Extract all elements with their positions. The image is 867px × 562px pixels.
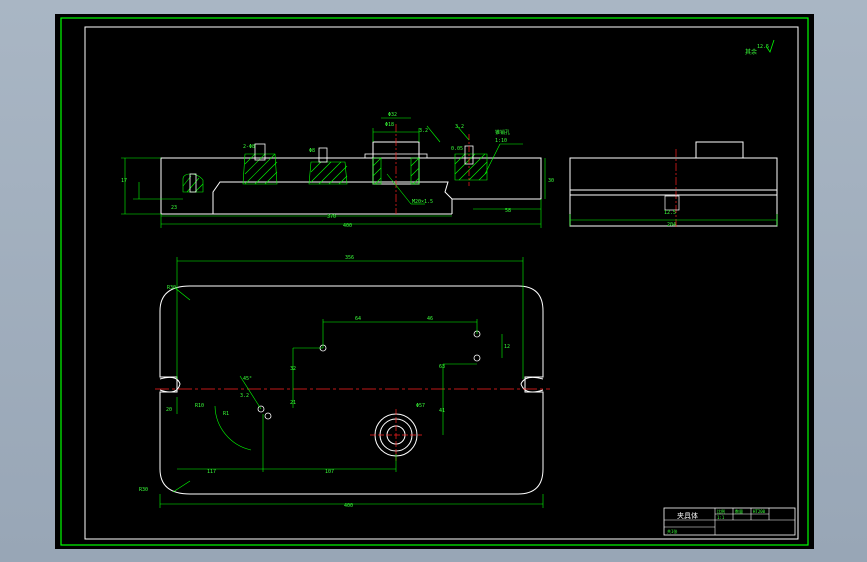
svg-text:23: 23 bbox=[171, 205, 177, 211]
plan-view: 356 400 R30 R30 R10 20 117 107 64 46 12 … bbox=[139, 255, 550, 509]
svg-text:17: 17 bbox=[121, 178, 127, 184]
svg-text:63: 63 bbox=[439, 364, 445, 370]
svg-text:41: 41 bbox=[439, 408, 445, 414]
hatch-section bbox=[182, 153, 488, 193]
svg-text:204: 204 bbox=[667, 222, 676, 228]
svg-text:117: 117 bbox=[207, 469, 216, 475]
front-view: 400 370 58 23 17 30 M20×1.5 2-Φ8 Φ8 Φ18 … bbox=[121, 112, 554, 229]
outer-frame bbox=[60, 17, 809, 546]
svg-text:HT200: HT200 bbox=[753, 509, 766, 514]
cad-viewport[interactable]: 其余 12.5 bbox=[55, 14, 814, 549]
side-view: 204 12.5 bbox=[569, 141, 778, 229]
roughness-symbol: 其余 12.5 bbox=[745, 39, 775, 56]
svg-text:Φ32: Φ32 bbox=[388, 112, 397, 118]
svg-text:400: 400 bbox=[344, 503, 353, 509]
svg-text:3.2: 3.2 bbox=[419, 128, 428, 134]
front-body-outline bbox=[160, 157, 542, 215]
svg-text:Φ57: Φ57 bbox=[416, 403, 425, 409]
svg-text:12.5: 12.5 bbox=[757, 44, 769, 50]
svg-text:46: 46 bbox=[427, 316, 433, 322]
svg-text:21: 21 bbox=[290, 400, 296, 406]
svg-text:45°: 45° bbox=[243, 376, 252, 382]
svg-text:R10: R10 bbox=[195, 403, 204, 409]
inner-frame bbox=[84, 26, 799, 540]
svg-text:58: 58 bbox=[505, 208, 511, 214]
svg-text:0.05: 0.05 bbox=[451, 146, 463, 152]
svg-text:共1张: 共1张 bbox=[667, 528, 677, 534]
svg-text:356: 356 bbox=[345, 255, 354, 261]
svg-text:12: 12 bbox=[504, 344, 510, 350]
svg-text:Φ8: Φ8 bbox=[309, 148, 315, 154]
svg-text:锥销孔: 锥销孔 bbox=[495, 129, 510, 136]
svg-text:Φ18: Φ18 bbox=[385, 122, 394, 128]
front-inner-length: 370 bbox=[327, 214, 336, 220]
svg-text:107: 107 bbox=[325, 469, 334, 475]
svg-text:1:10: 1:10 bbox=[495, 138, 507, 144]
svg-text:M20×1.5: M20×1.5 bbox=[412, 199, 433, 205]
svg-text:12.5: 12.5 bbox=[664, 210, 676, 216]
title-block: 夹具体 比例 数量 HT200 1:1 共1张 bbox=[663, 507, 796, 536]
plan-outline bbox=[159, 285, 544, 495]
front-overall-length: 400 bbox=[343, 223, 352, 229]
svg-text:R1: R1 bbox=[223, 411, 229, 417]
svg-text:数量: 数量 bbox=[735, 508, 743, 514]
svg-text:1:1: 1:1 bbox=[717, 515, 725, 520]
svg-text:64: 64 bbox=[355, 316, 361, 322]
svg-text:3.2: 3.2 bbox=[240, 393, 249, 399]
svg-text:其余: 其余 bbox=[745, 48, 757, 56]
svg-text:比例: 比例 bbox=[717, 508, 725, 514]
part-name: 夹具体 bbox=[677, 511, 698, 520]
svg-text:32: 32 bbox=[290, 366, 296, 372]
cad-drawing: 其余 12.5 bbox=[60, 17, 809, 546]
svg-text:3.2: 3.2 bbox=[455, 124, 464, 130]
svg-text:R30: R30 bbox=[167, 285, 176, 291]
svg-text:20: 20 bbox=[166, 407, 172, 413]
svg-text:2-Φ8: 2-Φ8 bbox=[243, 144, 255, 150]
svg-text:R30: R30 bbox=[139, 487, 148, 493]
svg-text:30: 30 bbox=[548, 178, 554, 184]
